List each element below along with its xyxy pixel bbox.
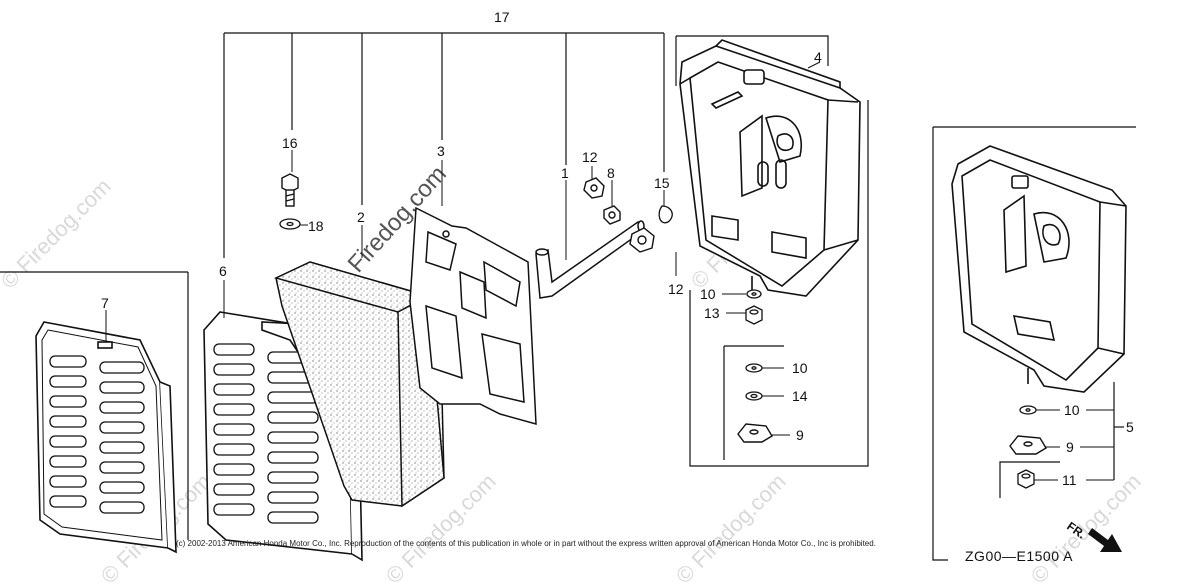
- callout-7: 7: [101, 295, 109, 311]
- callout-13: 13: [704, 305, 720, 321]
- hardware-bracket-left: [723, 345, 784, 460]
- watermark: © Firedog.com: [671, 469, 791, 588]
- part-18-washer: [279, 218, 301, 230]
- part-10-washer-right: [1019, 405, 1037, 415]
- part-9-wing-nut-left: [737, 423, 773, 443]
- group-5-box: [932, 126, 1136, 561]
- part-9-wing-nut-right: [1009, 435, 1047, 455]
- callout-11: 11: [1062, 472, 1077, 488]
- part-8-collar: [603, 205, 621, 225]
- part-11-nut: [1017, 469, 1035, 489]
- part-4-case: [679, 39, 861, 297]
- callout-12b: 12: [668, 281, 684, 297]
- part-13-nut: [745, 305, 763, 325]
- group-17-bracket: [223, 32, 665, 258]
- leader-lines: [105, 61, 1114, 481]
- part-15-clip: [658, 205, 673, 224]
- group-4-box: [675, 35, 869, 467]
- callout-12a: 12: [582, 149, 598, 165]
- callout-18: 18: [308, 218, 324, 234]
- callout-6: 6: [219, 263, 227, 279]
- part-10-washer-upper: [746, 289, 762, 299]
- callout-17: 17: [494, 9, 510, 25]
- callout-2: 2: [357, 209, 365, 225]
- part-14-washer: [745, 391, 763, 401]
- callout-4: 4: [814, 49, 822, 65]
- group-5-bracket: [999, 382, 1124, 498]
- group-7-bracket: [0, 271, 189, 540]
- callout-labels: 17 4 16 18 3 2 6 7 1 12 8 15 12 10 13 10…: [101, 9, 1134, 488]
- part-10-washer-mid: [745, 363, 763, 373]
- part-12-nut-lower: [629, 227, 655, 253]
- part-7-outer-cover: [35, 321, 177, 554]
- callout-10b: 10: [792, 360, 808, 376]
- part-5-case: [951, 145, 1127, 393]
- callout-9b: 9: [1066, 439, 1074, 455]
- part-3-gasket: [409, 206, 537, 426]
- watermark: © Firedog.com: [0, 174, 116, 294]
- copyright-notice: (c) 2002-2013 American Honda Motor Co., …: [176, 539, 876, 548]
- callout-5: 5: [1126, 419, 1134, 435]
- callout-1: 1: [561, 165, 569, 181]
- diagram-code: ZG00—E1500 A: [965, 548, 1073, 564]
- callout-8: 8: [607, 165, 615, 181]
- callout-16: 16: [282, 135, 298, 151]
- callout-15: 15: [654, 175, 670, 191]
- part-1-breather-tube: [535, 220, 646, 299]
- callout-9a: 9: [796, 427, 804, 443]
- part-12-nut-upper: [583, 177, 605, 199]
- callout-10a: 10: [700, 286, 716, 302]
- callout-3: 3: [437, 143, 445, 159]
- part-16-bolt: [281, 173, 299, 207]
- callout-14: 14: [792, 388, 808, 404]
- callout-10c: 10: [1064, 402, 1080, 418]
